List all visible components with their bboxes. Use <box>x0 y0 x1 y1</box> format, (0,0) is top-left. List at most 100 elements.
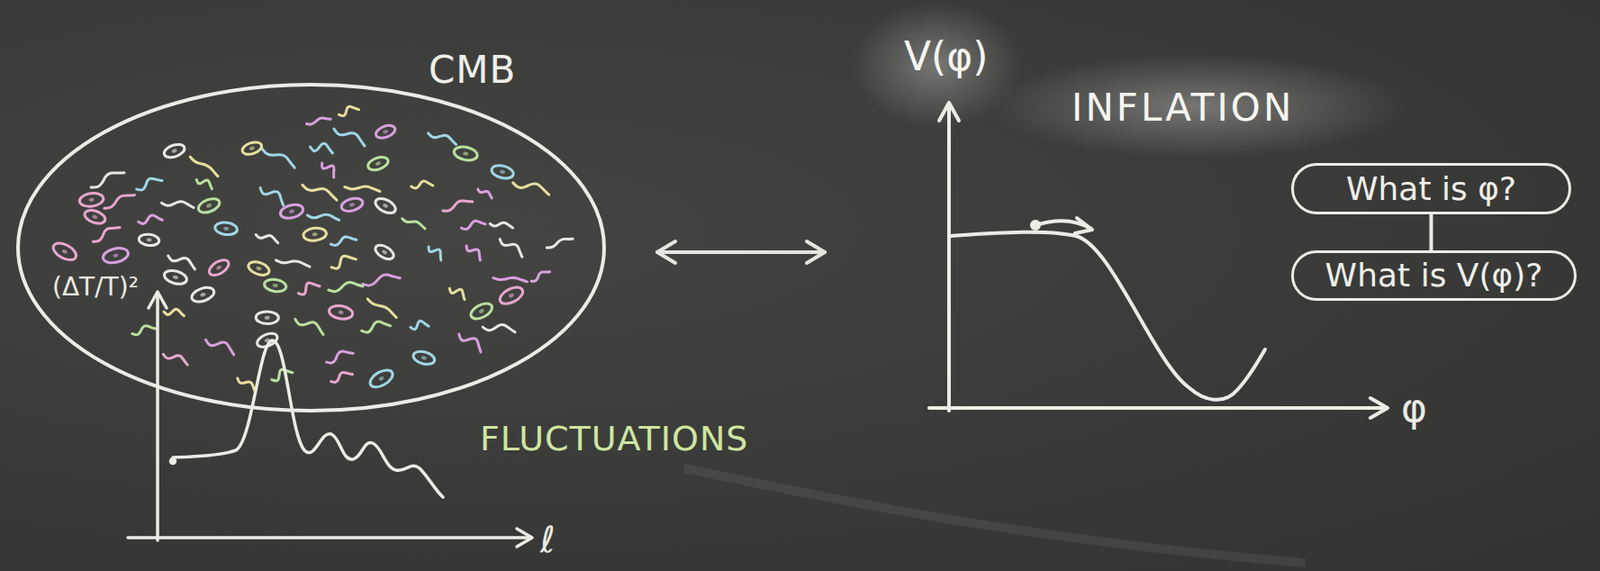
axis-arrowhead <box>939 102 959 121</box>
chalk-squiggle <box>427 130 459 145</box>
chalk-squiggle <box>490 162 516 181</box>
chalk-wave <box>344 185 380 192</box>
chalk-squiggle <box>307 213 340 221</box>
chalk-wave <box>329 251 356 272</box>
chalk-wave <box>91 222 120 245</box>
node-heading: CMB <box>428 48 516 92</box>
chalk-ring <box>340 196 365 214</box>
chalk-wave <box>306 115 331 126</box>
chalk-squiggle <box>240 139 263 156</box>
chalk-wave <box>427 130 459 145</box>
chalk-squiggle <box>329 368 353 385</box>
axis-arrowhead <box>148 291 167 308</box>
chalk-ring <box>411 349 436 367</box>
chalk-wave <box>307 213 340 221</box>
chalk-squiggle <box>260 145 298 168</box>
x-axis <box>127 535 532 540</box>
plot-caption: FLUCTUATIONS <box>479 419 749 460</box>
chalk-squiggle <box>138 233 161 247</box>
chalk-squiggle <box>206 256 231 279</box>
chalk-squiggle <box>374 123 398 141</box>
chalk-ring <box>138 233 161 247</box>
axis-arrowhead <box>1370 397 1388 418</box>
chalk-squiggle <box>512 179 552 195</box>
chalk-squiggle <box>497 283 525 308</box>
chalk-squiggle <box>293 316 326 335</box>
cmb-sky-ellipse: CMB <box>15 81 607 414</box>
chalk-ring <box>78 191 104 208</box>
chalk-squiggle <box>327 304 353 321</box>
arrow-shaft <box>657 250 825 254</box>
chalk-ring <box>372 195 398 217</box>
correspondence-arrow <box>657 241 825 263</box>
chalk-squiggle <box>493 276 528 282</box>
chalk-dot <box>271 283 279 289</box>
chalk-squiggle <box>332 126 368 146</box>
y-axis <box>155 293 160 541</box>
chalk-ring <box>279 202 305 221</box>
chalk-wave <box>103 189 136 211</box>
chalk-dot <box>61 248 68 254</box>
chalk-wave <box>497 236 526 258</box>
chalk-squiggle <box>255 232 281 244</box>
chalk-ring <box>246 259 272 278</box>
chalk-wave <box>477 187 494 199</box>
chalk-wave <box>461 217 486 231</box>
chalk-ring <box>255 311 279 325</box>
chalk-wave <box>296 279 320 299</box>
chalk-dot <box>462 151 470 156</box>
cmb-anisotropy-marks <box>50 103 573 393</box>
chalk-wave <box>293 316 326 335</box>
chalk-ring <box>196 196 222 216</box>
chalk-dot <box>172 274 180 280</box>
chalk-wave <box>161 200 194 208</box>
chalk-squiggle <box>306 115 331 126</box>
chalk-ring <box>327 304 353 321</box>
chalk-squiggle <box>195 176 215 189</box>
chalk-wave <box>489 221 514 228</box>
chalk-dot <box>91 214 99 220</box>
chalk-wave <box>327 280 363 295</box>
chalk-wave <box>330 234 357 248</box>
phi-axis <box>929 406 1387 410</box>
chalk-dot <box>248 145 255 152</box>
board-heading: INFLATION <box>1071 86 1294 130</box>
chalk-squiggle <box>327 280 363 295</box>
chalk-ring <box>240 139 263 156</box>
chalk-dot <box>112 253 119 258</box>
chalk-squiggle <box>189 155 220 177</box>
chalk-squiggle <box>162 351 190 365</box>
chalk-squiggle <box>530 268 551 284</box>
chalk-dot <box>264 316 271 320</box>
chalk-ring <box>101 245 130 265</box>
chalk-wave <box>447 285 468 300</box>
chalk-dot <box>289 208 296 214</box>
chalk-squiggle <box>329 251 356 272</box>
chalk-squiggle <box>263 278 288 294</box>
chalk-squiggle <box>344 185 380 192</box>
chalk-squiggle <box>204 335 237 354</box>
chalk-dot <box>349 202 356 208</box>
chalk-dot <box>478 307 485 314</box>
chalk-wave <box>275 258 310 267</box>
chalk-dot <box>380 249 388 255</box>
chalk-squiggle <box>162 142 186 161</box>
axis-label: φ <box>1401 385 1428 432</box>
chalk-wave <box>410 179 434 190</box>
chalk-squiggle <box>90 166 125 190</box>
potential-curve <box>949 232 1266 400</box>
chalk-squiggle <box>318 159 339 178</box>
chalk-ring <box>82 207 108 226</box>
ellipse-outline <box>15 81 607 414</box>
chalk-wave <box>204 335 237 354</box>
chalk-dot <box>381 202 389 208</box>
chalk-squiggle <box>366 298 398 318</box>
chalk-squiggle <box>196 196 222 216</box>
chalk-squiggle <box>135 173 163 193</box>
chalk-dot <box>88 197 94 202</box>
chalk-wave <box>255 232 281 244</box>
question-box: What is φ? <box>1291 162 1572 215</box>
chalk-squiggle <box>410 179 434 190</box>
chalk-squiggle <box>425 244 445 261</box>
